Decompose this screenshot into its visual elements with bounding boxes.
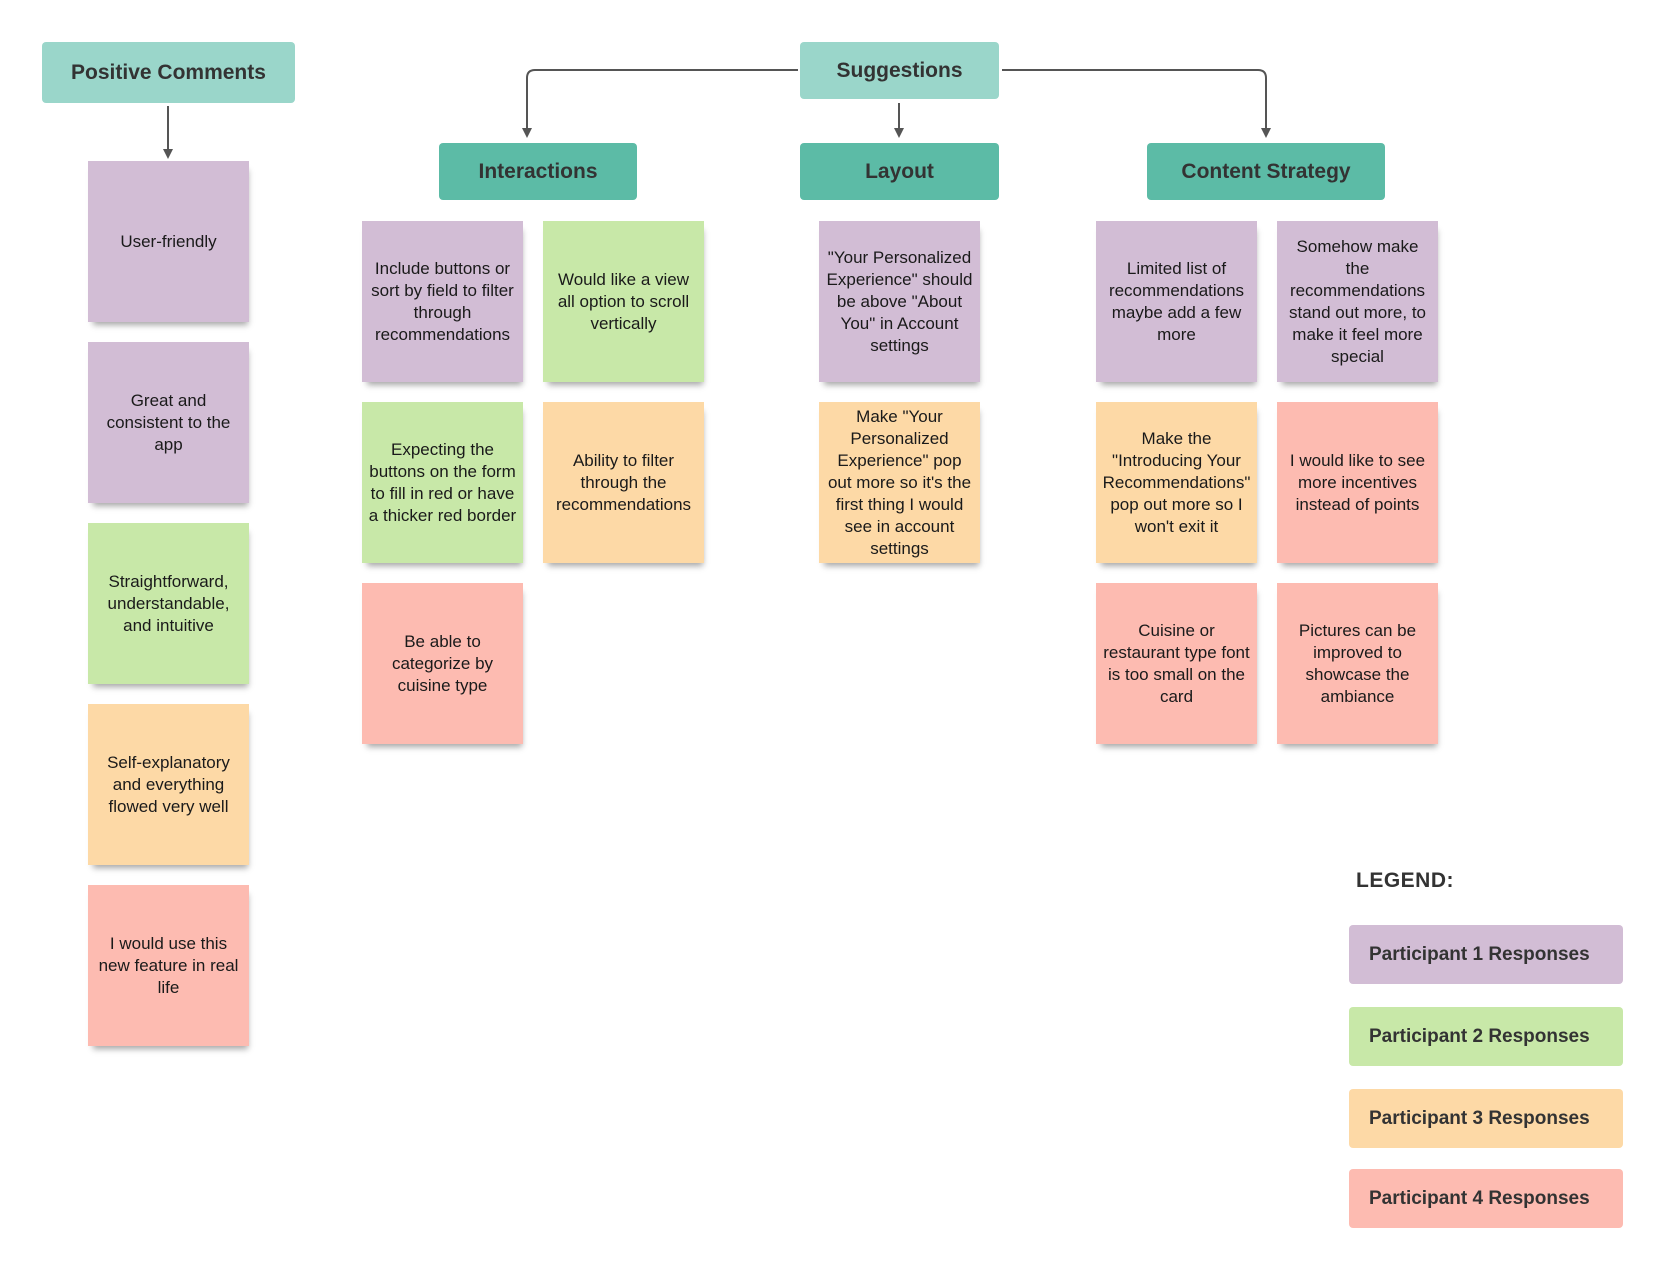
sticky-note-positive-5: I would use this new feature in real lif… xyxy=(88,885,249,1046)
sticky-note-interactions-4: Ability to filter through the recommenda… xyxy=(543,402,704,563)
arrow-suggestions-to-content-strategy xyxy=(1002,69,1271,138)
interactions-header: Interactions xyxy=(439,143,637,200)
sticky-note-interactions-3: Expecting the buttons on the form to fil… xyxy=(362,402,523,563)
legend-item-participant-3: Participant 3 Responses xyxy=(1349,1089,1623,1148)
sticky-note-content-3: Make the "Introducing Your Recommendatio… xyxy=(1096,402,1257,563)
arrow-suggestions-to-interactions xyxy=(522,69,798,138)
legend-item-participant-1: Participant 1 Responses xyxy=(1349,925,1623,984)
sticky-note-positive-4: Self-explanatory and everything flowed v… xyxy=(88,704,249,865)
sticky-note-interactions-5: Be able to categorize by cuisine type xyxy=(362,583,523,744)
sticky-note-content-2: Somehow make the recommendations stand o… xyxy=(1277,221,1438,382)
sticky-note-interactions-1: Include buttons or sort by field to filt… xyxy=(362,221,523,382)
sticky-note-content-1: Limited list of recommendations maybe ad… xyxy=(1096,221,1257,382)
sticky-note-positive-3: Straightforward, understandable, and int… xyxy=(88,523,249,684)
sticky-note-layout-2: Make "Your Personalized Experience" pop … xyxy=(819,402,980,563)
sticky-note-content-4: I would like to see more incentives inst… xyxy=(1277,402,1438,563)
sticky-note-content-6: Pictures can be improved to showcase the… xyxy=(1277,583,1438,744)
content-strategy-header: Content Strategy xyxy=(1147,143,1385,200)
positive-comments-header: Positive Comments xyxy=(42,42,295,103)
legend-item-participant-4: Participant 4 Responses xyxy=(1349,1169,1623,1228)
suggestions-header: Suggestions xyxy=(800,42,999,99)
legend-item-participant-2: Participant 2 Responses xyxy=(1349,1007,1623,1066)
legend-title: LEGEND: xyxy=(1356,869,1454,892)
sticky-note-layout-1: "Your Personalized Experience" should be… xyxy=(819,221,980,382)
sticky-note-content-5: Cuisine or restaurant type font is too s… xyxy=(1096,583,1257,744)
sticky-note-positive-1: User-friendly xyxy=(88,161,249,322)
sticky-note-interactions-2: Would like a view all option to scroll v… xyxy=(543,221,704,382)
layout-header: Layout xyxy=(800,143,999,200)
sticky-note-positive-2: Great and consistent to the app xyxy=(88,342,249,503)
